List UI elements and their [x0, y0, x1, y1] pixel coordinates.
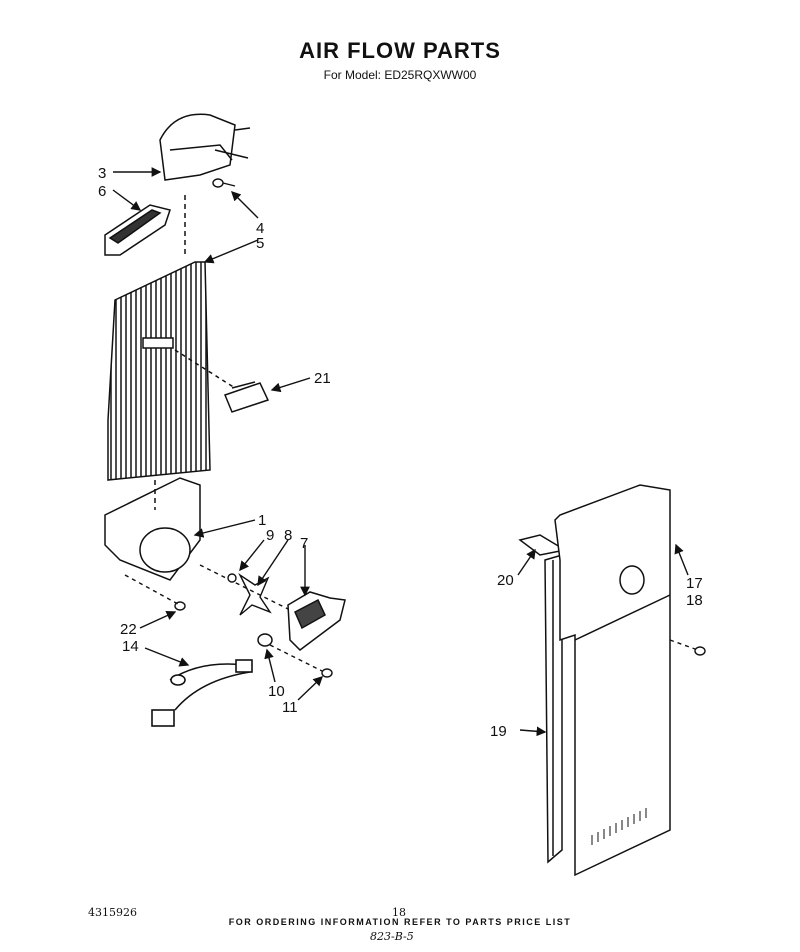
callout-11: 11 [282, 699, 298, 716]
part-screw-18 [669, 639, 706, 656]
part-screw-4 [212, 178, 236, 188]
model-number: For Model: ED25RQXWW00 [323, 68, 477, 82]
part-air-channel [544, 553, 563, 864]
callout-19: 19 [490, 723, 507, 740]
part-fan-blade [199, 564, 291, 616]
part-rear-panel [554, 484, 671, 877]
callout-10: 10 [268, 683, 285, 700]
part-fan-motor [287, 591, 346, 651]
callout-5: 5 [256, 235, 264, 252]
callout-labels: 3 6 4 5 21 1 9 8 7 22 14 10 11 20 17 18 … [98, 165, 703, 740]
part-thermostat [174, 349, 270, 413]
page-title: AIR FLOW PARTS [299, 38, 501, 63]
part-fan-shroud [104, 477, 201, 581]
ordering-note: FOR ORDERING INFORMATION REFER TO PARTS … [228, 917, 572, 927]
callout-21: 21 [314, 370, 331, 387]
callout-1: 1 [258, 512, 266, 529]
handwritten-code: 823-B-5 [370, 930, 414, 943]
part-screw-22 [124, 574, 186, 611]
document-number: 4315926 [88, 906, 137, 919]
callout-14: 14 [122, 638, 139, 655]
callout-8: 8 [284, 527, 292, 544]
part-grille [104, 204, 171, 256]
callout-4: 4 [256, 220, 264, 237]
callout-9: 9 [266, 527, 274, 544]
part-grommet [257, 633, 273, 647]
callout-arrows [112, 167, 689, 737]
part-nut [227, 573, 237, 583]
part-wire-harness [151, 659, 253, 727]
callout-6: 6 [98, 183, 106, 200]
part-evaporator-cover [107, 195, 211, 481]
part-duct-cover [159, 113, 251, 181]
page-number: 18 [392, 906, 406, 919]
part-screw-11 [269, 644, 333, 678]
callout-3: 3 [98, 165, 106, 182]
callout-20: 20 [497, 572, 514, 589]
callout-18: 18 [686, 592, 703, 609]
callout-22: 22 [120, 621, 137, 638]
callout-17: 17 [686, 575, 703, 592]
callout-7: 7 [300, 535, 308, 552]
